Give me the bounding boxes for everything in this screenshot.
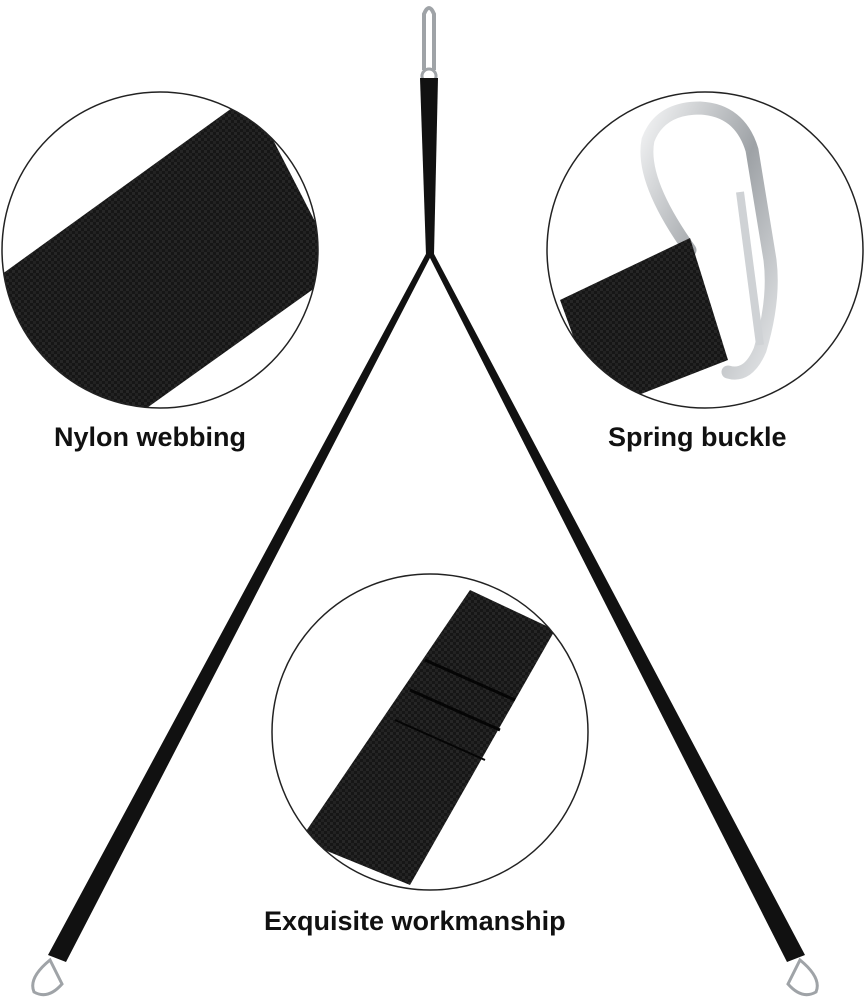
carabiner-closeup-icon: [546, 91, 864, 409]
nylon-webbing-closeup-icon: [1, 91, 319, 409]
exquisite-workmanship-caption: Exquisite workmanship: [264, 906, 566, 936]
spring-buckle-caption: Spring buckle: [608, 422, 787, 452]
bottom-right-ring-icon: [786, 957, 819, 997]
strap: [48, 78, 805, 962]
nylon-webbing-caption: Nylon webbing: [54, 422, 246, 452]
bottom-left-ring-icon: [31, 957, 64, 997]
top-carabiner-icon: [420, 6, 438, 85]
stitching-closeup-icon: [271, 573, 589, 891]
